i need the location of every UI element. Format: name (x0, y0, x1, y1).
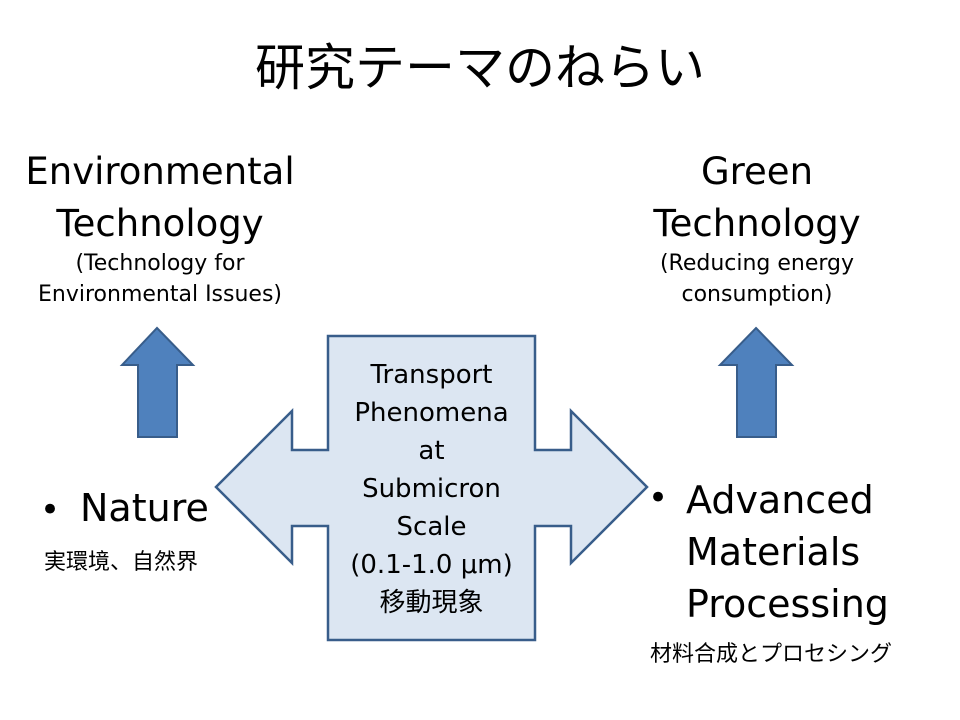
label-line: Advanced (686, 478, 874, 522)
center-line: (0.1-1.0 μm) (350, 550, 513, 580)
center-line: at (418, 436, 445, 466)
up-arrow-right (717, 326, 795, 438)
bullet-dot: • (40, 490, 61, 530)
center-line: Scale (396, 512, 467, 542)
sub-line: (Reducing energy (659, 251, 855, 276)
green-technology-sub: (Reducing energy consumption) (597, 248, 917, 310)
sub-line: consumption) (681, 282, 833, 307)
heading-line: Green (700, 150, 814, 193)
slide-title: 研究テーマのねらい (255, 39, 705, 97)
environmental-technology-sub: (Technology for Environmental Issues) (0, 248, 320, 310)
up-arrow-left (119, 326, 196, 438)
center-cross-arrow (214, 334, 649, 642)
advanced-materials-jp: 材料合成とプロセシング (650, 642, 893, 667)
sub-line: Environmental Issues) (38, 282, 282, 307)
center-line: 移動現象 (379, 588, 484, 618)
sub-line: (Technology for (75, 251, 245, 276)
advanced-materials-label: Advanced Materials Processing (686, 474, 889, 630)
bullet-dot: • (648, 478, 669, 518)
center-line: Submicron (362, 474, 501, 504)
environmental-technology-heading: Environmental Technology (0, 146, 320, 250)
nature-jp: 実環境、自然界 (44, 550, 199, 575)
heading-line: Environmental (25, 150, 295, 193)
green-technology-heading: Green Technology (597, 146, 917, 250)
heading-line: Technology (653, 202, 861, 245)
heading-line: Technology (56, 202, 264, 245)
center-text: Transport Phenomena at Submicron Scale (… (328, 356, 535, 622)
center-line: Phenomena (354, 398, 509, 428)
label-line: Materials (686, 530, 861, 574)
label-line: Processing (686, 582, 889, 626)
nature-label: Nature (80, 486, 209, 530)
center-line: Transport (370, 360, 493, 390)
